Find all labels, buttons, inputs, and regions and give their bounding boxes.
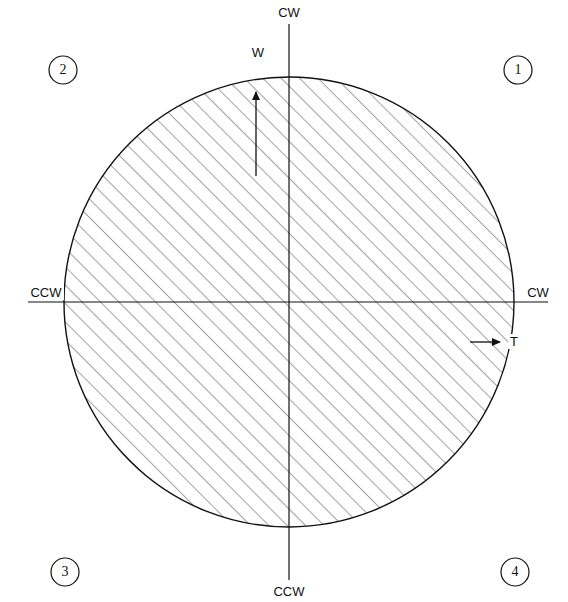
hatching [60,73,520,533]
axis-label: CCW [28,285,63,300]
axis-label: CW [276,5,302,20]
axis-label: CW [525,285,551,300]
force-arrow-w [255,92,256,176]
force-arrow-t [470,341,500,342]
quadrant-number: 1 [503,55,533,77]
quadrant-number: 2 [48,55,78,77]
force-label: W [250,45,266,60]
axis-label: CCW [271,584,306,599]
quadrant-number-circle: 1 [503,55,533,85]
quadrant-number-circle: 4 [500,557,530,587]
quadrant-number-circle: 3 [50,557,80,587]
force-label: T [508,334,520,349]
quadrant-number: 3 [50,557,80,579]
quadrant-number-circle: 2 [48,55,78,85]
horizontal-axis [28,301,548,302]
quadrant-number: 4 [500,557,530,579]
